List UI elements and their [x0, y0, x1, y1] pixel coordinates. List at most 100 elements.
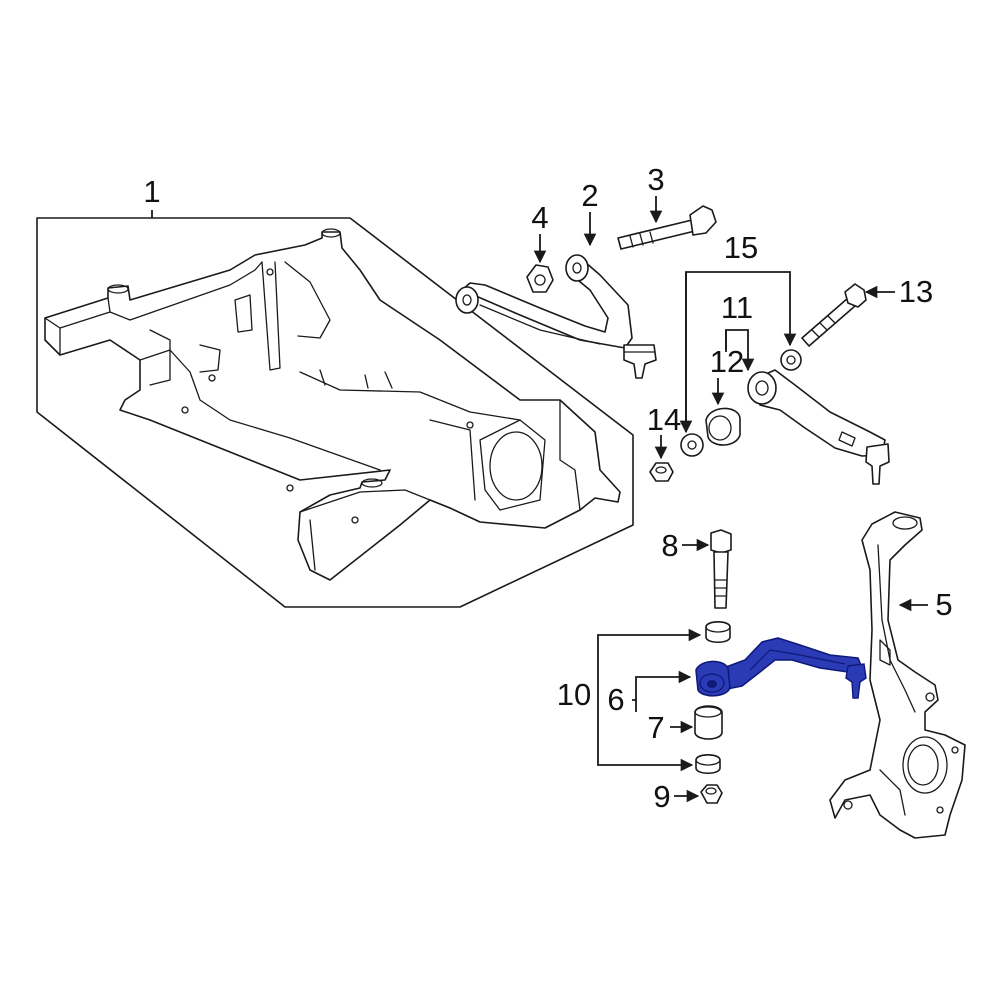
subframe-detail-6 [299, 371, 521, 421]
bolt-13-shank [801, 297, 856, 347]
nut-4[interactable] [526, 264, 554, 293]
bushing-7-body [694, 705, 723, 740]
thrust-arm-slot [838, 431, 856, 447]
washer-10-bottom[interactable] [695, 753, 721, 775]
callout-7: 7 [647, 710, 664, 745]
leader-10-bottom [597, 694, 694, 772]
nut-14-body [649, 462, 674, 482]
callout-5: 5 [935, 587, 952, 622]
subframe-hole-4 [286, 484, 294, 492]
subframe-bore [489, 431, 543, 501]
bolt-8-head [710, 529, 732, 554]
leader-6 [632, 670, 692, 701]
lower-arm-body [717, 637, 863, 691]
knuckle-hole-1 [925, 692, 935, 702]
bolt-3-thread [629, 231, 654, 248]
thrust-arm-eye [747, 371, 777, 405]
thrust-arm[interactable] [747, 369, 890, 485]
thrust-arm-ball-joint [865, 443, 890, 485]
subframe-detail-8 [149, 329, 171, 386]
subframe-detail-16 [479, 419, 546, 511]
subframe-detail-12 [299, 489, 451, 513]
knuckle-detail-3 [879, 769, 906, 816]
lower-control-arm-highlighted[interactable] [695, 637, 867, 699]
knuckle-top-eye [892, 516, 918, 530]
knuckle-hole-4 [936, 806, 944, 814]
subframe-hole-3 [351, 516, 359, 524]
washer-10-top-face [705, 621, 731, 633]
callout-13: 13 [899, 274, 933, 309]
upper-control-arm[interactable] [455, 254, 657, 379]
subframe-detail-15 [559, 399, 581, 511]
upper-arm-rib [479, 304, 601, 345]
knuckle-detail-2 [879, 639, 891, 666]
callout-2: 2 [581, 178, 598, 213]
washer-10-top[interactable] [705, 620, 731, 644]
washer-15-left-bore [687, 440, 697, 450]
upper-arm-bushing-right-bore [572, 262, 582, 274]
nut-4-bore [534, 274, 546, 286]
upper-arm-bushing-right [565, 254, 589, 282]
nut-14[interactable] [649, 462, 674, 482]
knuckle-hub-inner [907, 744, 939, 786]
washer-15-right[interactable] [780, 349, 802, 371]
knuckle-hub [902, 736, 948, 794]
subframe-detail-14 [429, 419, 476, 501]
callout-11: 11 [721, 290, 753, 325]
knuckle-hole-3 [951, 746, 959, 754]
bolt-3-head [689, 205, 717, 236]
subframe-post-3 [361, 478, 383, 488]
callout-3: 3 [647, 162, 664, 197]
subframe-hole-5 [466, 421, 474, 429]
callout-15: 15 [724, 230, 758, 265]
subframe-detail-11 [319, 369, 393, 389]
bushing-7[interactable] [694, 705, 723, 740]
washer-15-right-body [780, 349, 802, 371]
bolt-13-head [844, 283, 867, 308]
upper-arm-bushing-left-bore [462, 294, 472, 306]
bolt-3[interactable] [617, 205, 717, 250]
leader-lines [151, 196, 928, 803]
subframe-group[interactable] [36, 217, 634, 608]
callout-12: 12 [710, 344, 744, 379]
subframe-post-2 [321, 228, 341, 238]
upper-arm-bushing-left [455, 286, 479, 314]
bolt-8-thread [714, 579, 728, 597]
bolt-8[interactable] [710, 529, 732, 609]
bolt-13-thread [811, 315, 836, 338]
washer-15-left-body [680, 433, 704, 457]
callout-1: 1 [143, 174, 160, 209]
subframe-detail-13 [309, 519, 316, 571]
callout-14: 14 [647, 402, 681, 437]
lower-arm-ball-joint [845, 663, 867, 699]
subframe-detail-3 [109, 261, 263, 321]
callout-10: 10 [557, 677, 591, 712]
callout-6: 6 [607, 682, 624, 717]
lower-arm-bushing-bore [707, 680, 717, 688]
subframe-detail-5 [284, 261, 331, 339]
lower-arm-bushing [695, 660, 731, 697]
callout-8: 8 [661, 528, 678, 563]
subframe-hole-6 [208, 374, 216, 382]
subframe-body [44, 231, 621, 581]
thrust-arm-eye-bore [755, 380, 769, 396]
bolt-13[interactable] [801, 283, 867, 347]
nut-9-bore [705, 787, 717, 795]
callout-9: 9 [653, 779, 670, 814]
subframe-hole-2 [266, 268, 274, 276]
subframe-hole-1 [181, 406, 189, 414]
steering-knuckle[interactable] [829, 511, 966, 839]
washer-15-left[interactable] [680, 433, 704, 457]
subframe-detail-4 [261, 261, 281, 371]
washer-10-bottom-face [695, 754, 721, 766]
lower-arm-bushing-face [699, 673, 725, 693]
bushing-12[interactable] [705, 407, 741, 446]
leader-10-top [597, 628, 702, 694]
nut-9[interactable] [700, 784, 723, 804]
bolt-3-shank [617, 219, 696, 250]
subframe-detail-9 [199, 344, 221, 373]
bushing-12-face [708, 415, 732, 441]
callout-4: 4 [531, 200, 548, 235]
callout-labels: 1 2 3 4 5 6 7 8 9 10 11 12 13 14 15 [143, 162, 952, 814]
